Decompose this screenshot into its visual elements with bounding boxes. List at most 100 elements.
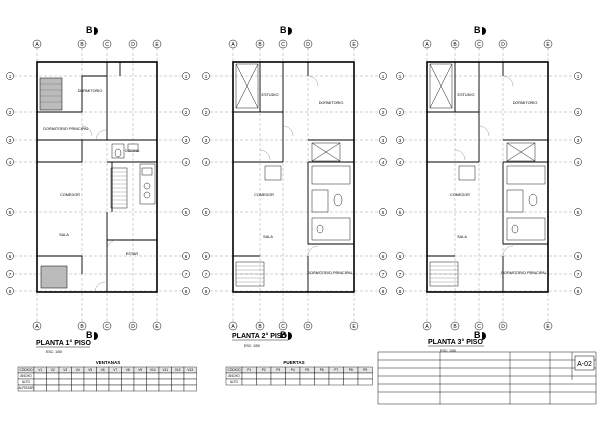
doors-cell xyxy=(328,372,344,380)
plan-title: PLANTA 2° PISO xyxy=(232,332,287,340)
svg-text:2: 2 xyxy=(577,110,580,115)
windows-cell xyxy=(96,384,110,392)
plan3-door-swings xyxy=(454,75,514,257)
plan-second-floor: A B C D E A B C D E 1 2 3 4 5 6 7 8 1 2 … xyxy=(202,25,387,348)
plan-third-floor: A B C D E A B C D E 1 2 3 4 5 6 7 8 1 2 … xyxy=(396,25,582,353)
doors-cell xyxy=(314,372,330,380)
plan1-column-bubbles: A B C D E A B C D E xyxy=(32,39,162,331)
doors-cell xyxy=(357,378,373,386)
doors-header-text: P4 xyxy=(291,368,295,372)
doors-cell xyxy=(299,372,315,380)
svg-text:4: 4 xyxy=(399,160,402,165)
svg-text:7: 7 xyxy=(577,272,580,277)
svg-text:3: 3 xyxy=(577,138,580,143)
plan2-void-markers xyxy=(235,63,341,162)
plan2-section-marks: B B xyxy=(280,25,292,340)
doors-cell xyxy=(241,372,257,380)
windows-cell xyxy=(133,372,147,380)
axis-label: D xyxy=(131,324,135,330)
svg-text:3: 3 xyxy=(9,138,12,143)
svg-text:C: C xyxy=(281,42,285,48)
doors-cell xyxy=(299,378,315,386)
windows-cell xyxy=(33,384,47,392)
plan2-interior-walls xyxy=(233,62,354,292)
svg-text:7: 7 xyxy=(185,272,188,277)
svg-text:C: C xyxy=(477,42,481,48)
plan-scale: ESC: 1/50 xyxy=(46,350,62,354)
plan2-column-bubbles: A B C D E A B C D E xyxy=(228,39,359,331)
svg-text:D: D xyxy=(306,324,310,330)
room-label: DORMITORIO PRINCIPAL xyxy=(307,271,352,275)
windows-cell xyxy=(121,372,135,380)
windows-cell xyxy=(58,372,72,380)
axis-label: A xyxy=(35,42,39,48)
doors-cell xyxy=(256,372,272,380)
windows-cell-text: ANCHO xyxy=(20,374,32,378)
svg-text:4: 4 xyxy=(205,160,208,165)
svg-text:4: 4 xyxy=(577,160,580,165)
plan2-stairs xyxy=(235,261,265,287)
windows-cell xyxy=(58,378,72,386)
svg-text:E: E xyxy=(546,42,550,48)
plan1-kitchen-fixtures xyxy=(139,163,156,205)
windows-cell xyxy=(158,384,172,392)
svg-text:6: 6 xyxy=(9,254,12,259)
plan-scale: ESC: 1/50 xyxy=(244,344,260,348)
svg-text:8: 8 xyxy=(399,289,402,294)
windows-cell xyxy=(108,372,122,380)
svg-text:2: 2 xyxy=(382,110,385,115)
windows-cell xyxy=(146,378,160,386)
svg-text:A: A xyxy=(425,42,429,48)
plan1-door-swings xyxy=(81,125,118,293)
room-label: DORMITORIO xyxy=(78,89,103,93)
svg-text:1: 1 xyxy=(577,74,580,79)
windows-cell xyxy=(46,372,60,380)
doors-cell xyxy=(343,372,359,380)
plan-scale: ESC: 1/50 xyxy=(440,349,456,353)
svg-text:6: 6 xyxy=(382,254,385,259)
axis-label: B xyxy=(80,324,84,330)
doors-cell xyxy=(270,372,286,380)
svg-text:C: C xyxy=(281,324,285,330)
svg-text:7: 7 xyxy=(205,272,208,277)
windows-header-text: V13 xyxy=(187,368,193,372)
windows-cell xyxy=(108,384,122,392)
windows-cell xyxy=(96,378,110,386)
svg-text:D: D xyxy=(501,324,505,330)
windows-header-text: V3 xyxy=(63,368,67,372)
plan1-stairs xyxy=(110,167,128,209)
axis-label: E xyxy=(155,324,159,330)
windows-cell xyxy=(158,372,172,380)
svg-text:8: 8 xyxy=(185,289,188,294)
plan1-bathroom xyxy=(111,143,139,159)
doors-header-text: P6 xyxy=(320,368,324,372)
svg-text:B: B xyxy=(453,42,457,48)
windows-cell xyxy=(171,372,185,380)
plan3-section-marks: B B xyxy=(474,25,486,340)
svg-text:A: A xyxy=(231,42,235,48)
svg-text:5: 5 xyxy=(382,210,385,215)
doors-header-text: P9 xyxy=(363,368,367,372)
svg-text:3: 3 xyxy=(185,138,188,143)
svg-text:1: 1 xyxy=(205,74,208,79)
svg-text:2: 2 xyxy=(9,110,12,115)
doors-cell xyxy=(241,378,257,386)
windows-cell xyxy=(183,372,197,380)
doors-cell xyxy=(357,372,373,380)
plan1-outer-wall xyxy=(36,61,158,293)
windows-header-text: V1 xyxy=(38,368,42,372)
svg-text:5: 5 xyxy=(577,210,580,215)
plan1-row-bubbles: 1 2 3 4 5 6 7 8 1 2 3 4 5 6 7 8 xyxy=(6,72,190,295)
doors-header-text: CODIGO xyxy=(228,368,241,372)
doors-cell xyxy=(285,372,301,380)
svg-text:8: 8 xyxy=(9,289,12,294)
windows-cell-text: ALTO xyxy=(22,380,31,384)
room-label: ESTUDIO xyxy=(262,93,279,97)
doors-cell xyxy=(314,378,330,386)
plan3-row-bubbles: 1 2 3 4 5 6 7 8 1 2 3 4 5 6 7 8 xyxy=(396,72,582,295)
svg-text:8: 8 xyxy=(577,289,580,294)
windows-header-text: V4 xyxy=(76,368,80,372)
doors-cell xyxy=(256,378,272,386)
axis-label: D xyxy=(131,42,135,48)
